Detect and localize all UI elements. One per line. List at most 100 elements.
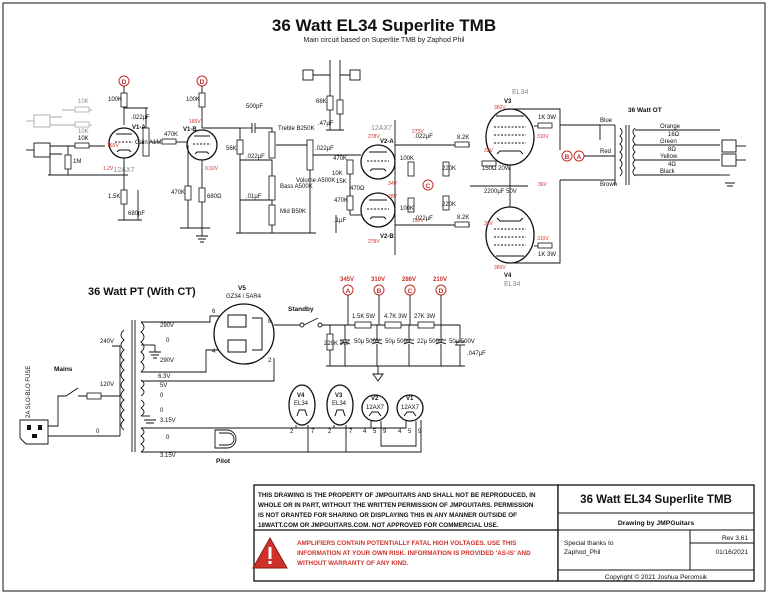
heater-v1-type: 12AX7 [401, 405, 420, 411]
r-cath-power-label: 150Ω 20W [482, 166, 511, 172]
page-subtitle: Main circuit based on Superlite TMB by Z… [304, 37, 465, 44]
tube-v3 [485, 108, 535, 166]
c-cath-power-label: 2200µF 50V [484, 189, 517, 195]
node-c-label: C [426, 183, 431, 190]
r-grid-a-label: 220K [442, 166, 456, 172]
v3-screen-voltage: 310V [537, 134, 549, 140]
r-plate-a-label: 100K [108, 97, 122, 103]
preamp-section: 10K 10K 10K 1M D 100K .022µF V1-A 165V 1… [26, 75, 222, 243]
titleblock-copyright: Copyright © 2021 Joshua Peromsik [605, 573, 708, 581]
v3-type-label: EL34 [512, 89, 528, 96]
tube-v4 [485, 206, 535, 264]
v4-label: V4 [504, 273, 512, 279]
c-tail-label: .1µF [334, 218, 346, 224]
r-cath-label: 15K [336, 179, 347, 185]
v4-screen-voltage: 310V [537, 236, 549, 242]
treble-pot-label: Treble B250K [278, 126, 314, 132]
c-treble-label: 500pF [246, 104, 263, 110]
c-mid-label: .01µF [246, 194, 262, 200]
supply-cap3-label: 22µ 500V [417, 339, 443, 345]
supply-r1-label: 1.5K 5W [352, 314, 375, 320]
pt-rect-0: 0 [160, 393, 164, 399]
c-out-b-label: .022µF [414, 216, 433, 222]
titleblock-title: 36 Watt EL34 Superlite TMB [580, 494, 732, 506]
ot-tap-orange: Orange [660, 124, 681, 130]
supply-voltage-c: 286V [402, 277, 416, 283]
ot-tap-yellow: Yellow [660, 154, 678, 160]
v2-mid-voltage: 34V [388, 181, 398, 187]
filter-cap-3 [403, 325, 415, 366]
supply-voltage-d: 210V [433, 277, 447, 283]
c-bright-label: .022µF [131, 115, 150, 121]
heater-v4-pin-2: 2 [290, 429, 294, 435]
heater-tube-v4 [288, 384, 316, 426]
v1b-plate-voltage: 165V [189, 119, 201, 125]
heater-v4-type: EL34 [294, 401, 309, 407]
disclaimer-line-3: IS NOT GRANTED FOR SHARING OR DISPLAYING… [258, 512, 517, 519]
jack-switch-1 [302, 69, 314, 81]
volume-pot-label: Volume A500K [296, 178, 335, 184]
rect-pin-8: 8 [268, 319, 272, 325]
v4-grid-voltage: 32V [484, 221, 494, 227]
ot-wire-brown: Brown [600, 182, 617, 188]
fuse-label: 2A SLO-BLO FUSE [26, 366, 32, 418]
pilot-lamp [214, 429, 237, 449]
ot-tap-4: 4Ω [668, 162, 676, 168]
pt-pilot-bottom: 3.15V [160, 453, 176, 459]
pt-hv-ct: 0 [166, 338, 170, 344]
bass-pot-label: Bass A500K [280, 184, 313, 190]
heater-tube-v3 [326, 384, 354, 426]
pt-primary-240: 240V [100, 339, 114, 345]
filter-cap-1 [339, 325, 351, 366]
titleblock-drawing-by: Drawing by JMPGuitars [618, 520, 695, 527]
disclaimer-line-2: WHOLE OR IN PART, WITHOUT THE WRITTEN PE… [258, 502, 534, 509]
mains-switch [65, 387, 79, 397]
output-transformer: 36 Watt OT Blue Red Brown Orange 16Ω Gre… [600, 107, 746, 188]
v2a-label: V2-A [380, 139, 394, 145]
pt-heater-63: 6.3V [158, 374, 170, 380]
v2b-bottom-voltage: 150V [412, 218, 424, 224]
r-tail-label: 10K [332, 171, 343, 177]
tube-v1a: V1-A [108, 125, 146, 159]
iec-inlet [19, 419, 49, 445]
pt-hv-top: 290V [160, 323, 174, 329]
c-pres-label: .47µF [318, 121, 334, 127]
ot-tap-black: Black [660, 169, 676, 175]
warning-line-3: WITHOUT WARRANTY OF ANY KIND. [297, 560, 409, 567]
ground-symbol [196, 235, 208, 243]
treble-pot [268, 131, 276, 159]
node-c-marker [422, 179, 434, 191]
titleblock-rev: Rev 3.61 [722, 535, 748, 542]
r-stop-a-label: 8.2K [457, 135, 469, 141]
mid-pot [268, 204, 276, 226]
rect-pin-4: 4 [212, 349, 216, 355]
node-a-power-label: A [577, 154, 582, 161]
pt-primary-120: 120V [100, 382, 114, 388]
ot-wire-red: Red [600, 149, 611, 155]
v4-type-label: EL34 [504, 281, 520, 288]
heater-v3-pin-7: 7 [349, 429, 353, 435]
supply-cap1-label: 50µ 500V [354, 339, 380, 345]
pt-rect-5v: 5V [160, 383, 167, 389]
c-out-a-label: .022µF [414, 134, 433, 140]
r-grid-leak-label: 1M [73, 159, 81, 165]
r-in-bot-label: 10K [78, 129, 89, 135]
rectifier-type-label: GZ34 / 5AR4 [226, 294, 262, 300]
pt-primary-0: 0 [96, 429, 100, 435]
r-grid-b-label: 220K [442, 202, 456, 208]
r-coupling-label: 470K [164, 132, 178, 138]
supply-ground-arrow [372, 373, 384, 382]
supply-cap2-label: 50µ 500V [385, 339, 411, 345]
volume-pot [306, 139, 314, 171]
heater-v1-pin-4: 4 [398, 429, 402, 435]
heater-tube-v1 [396, 394, 424, 422]
heater-v4-pin-7: 7 [311, 429, 315, 435]
supply-voltage-a: 345V [340, 277, 354, 283]
rect-pin-6: 6 [212, 309, 216, 315]
heater-v1-label: V1 [406, 396, 414, 402]
node-d-label-2: D [200, 79, 205, 86]
ot-wire-blue: Blue [600, 118, 613, 124]
pt-pilot-top: 3.15V [160, 418, 176, 424]
supply-node-c-label: C [408, 288, 413, 295]
